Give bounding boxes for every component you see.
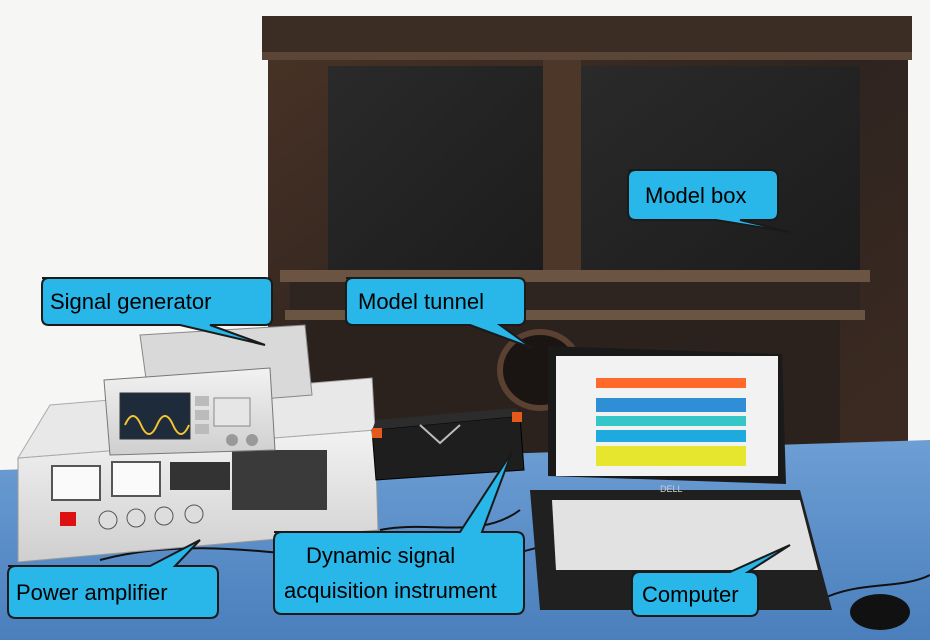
amplifier-knob-1	[98, 510, 118, 530]
amplifier-knob-4	[184, 504, 204, 524]
amplifier-knob-3	[154, 506, 174, 526]
amplifier-meter-right	[111, 461, 161, 497]
label-dynamic-line2: acquisition instrument	[284, 578, 497, 603]
amplifier-vent-grille	[232, 450, 327, 510]
callout-dynamic-acquisition: Dynamic signal acquisition instrument	[273, 451, 525, 615]
callout-model-box: Model box	[627, 169, 791, 233]
amplifier-meter-left	[51, 465, 101, 501]
amplifier-knob-2	[126, 508, 146, 528]
amplifier-power-switch	[60, 512, 76, 526]
label-dynamic-line1: Dynamic signal	[306, 543, 455, 568]
mouse	[850, 594, 910, 630]
callout-signal-generator: Signal generator	[41, 277, 273, 346]
model-box-panel-left	[328, 66, 548, 276]
label-power-amplifier: Power amplifier	[16, 580, 168, 605]
callout-model-tunnel: Model tunnel	[345, 277, 533, 349]
label-model-box: Model box	[645, 183, 747, 208]
label-model-tunnel: Model tunnel	[358, 289, 484, 314]
label-computer: Computer	[642, 582, 739, 607]
acquisition-instrument-device	[371, 408, 525, 481]
label-signal-generator: Signal generator	[50, 289, 211, 314]
callout-computer: Computer	[631, 544, 791, 617]
signal-generator-device	[103, 324, 313, 456]
laptop-brand: DELL	[660, 484, 683, 494]
callout-power-amplifier: Power amplifier	[7, 539, 219, 619]
